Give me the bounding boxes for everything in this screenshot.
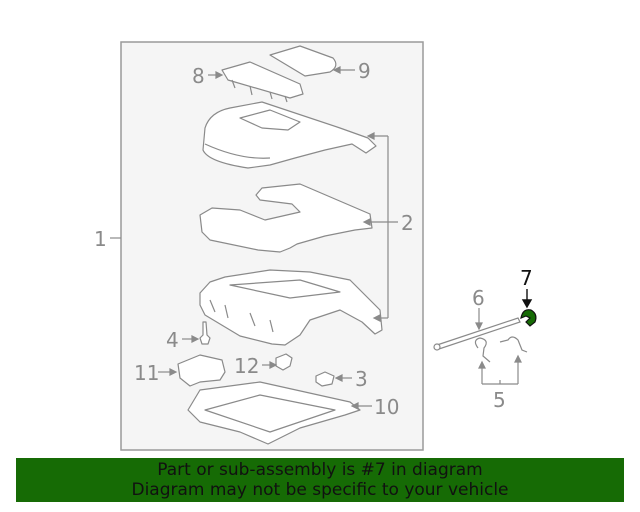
part-4-screw xyxy=(199,321,211,345)
callout-5: 5 xyxy=(493,388,506,412)
part-11-bracket xyxy=(177,354,226,387)
part-12-clip xyxy=(275,353,293,371)
part-5-spring-a xyxy=(474,337,491,363)
part-9-lid xyxy=(269,45,337,77)
part-7-highlighted xyxy=(520,309,537,327)
callout-2: 2 xyxy=(401,211,414,235)
callout-3: 3 xyxy=(355,367,368,391)
callout-12: 12 xyxy=(234,354,260,378)
callout-10: 10 xyxy=(374,395,400,419)
callout-9: 9 xyxy=(358,59,371,83)
banner-line-part-number: Part or sub-assembly is #7 in diagram xyxy=(157,460,483,480)
part-8-bezel xyxy=(221,61,304,99)
callout-1: 1 xyxy=(94,227,107,251)
callout-6: 6 xyxy=(472,286,485,310)
part-notice-banner: Part or sub-assembly is #7 in diagram Di… xyxy=(16,458,624,502)
callout-7-highlighted: 7 xyxy=(520,266,533,290)
callout-8: 8 xyxy=(192,64,205,88)
part-2-lower-cushion xyxy=(199,183,373,253)
diagram-artwork xyxy=(110,41,537,451)
part-5-spring-b xyxy=(499,336,528,353)
part-2-upper-cover xyxy=(202,101,377,169)
callout-4: 4 xyxy=(166,328,179,352)
banner-line-disclaimer: Diagram may not be specific to your vehi… xyxy=(131,480,509,500)
part-10-base-tray xyxy=(187,381,361,445)
callout-11: 11 xyxy=(134,361,160,385)
part-3-cap xyxy=(315,371,335,387)
parts-diagram: 1 2 3 4 5 6 7 8 9 10 11 12 xyxy=(94,41,537,451)
